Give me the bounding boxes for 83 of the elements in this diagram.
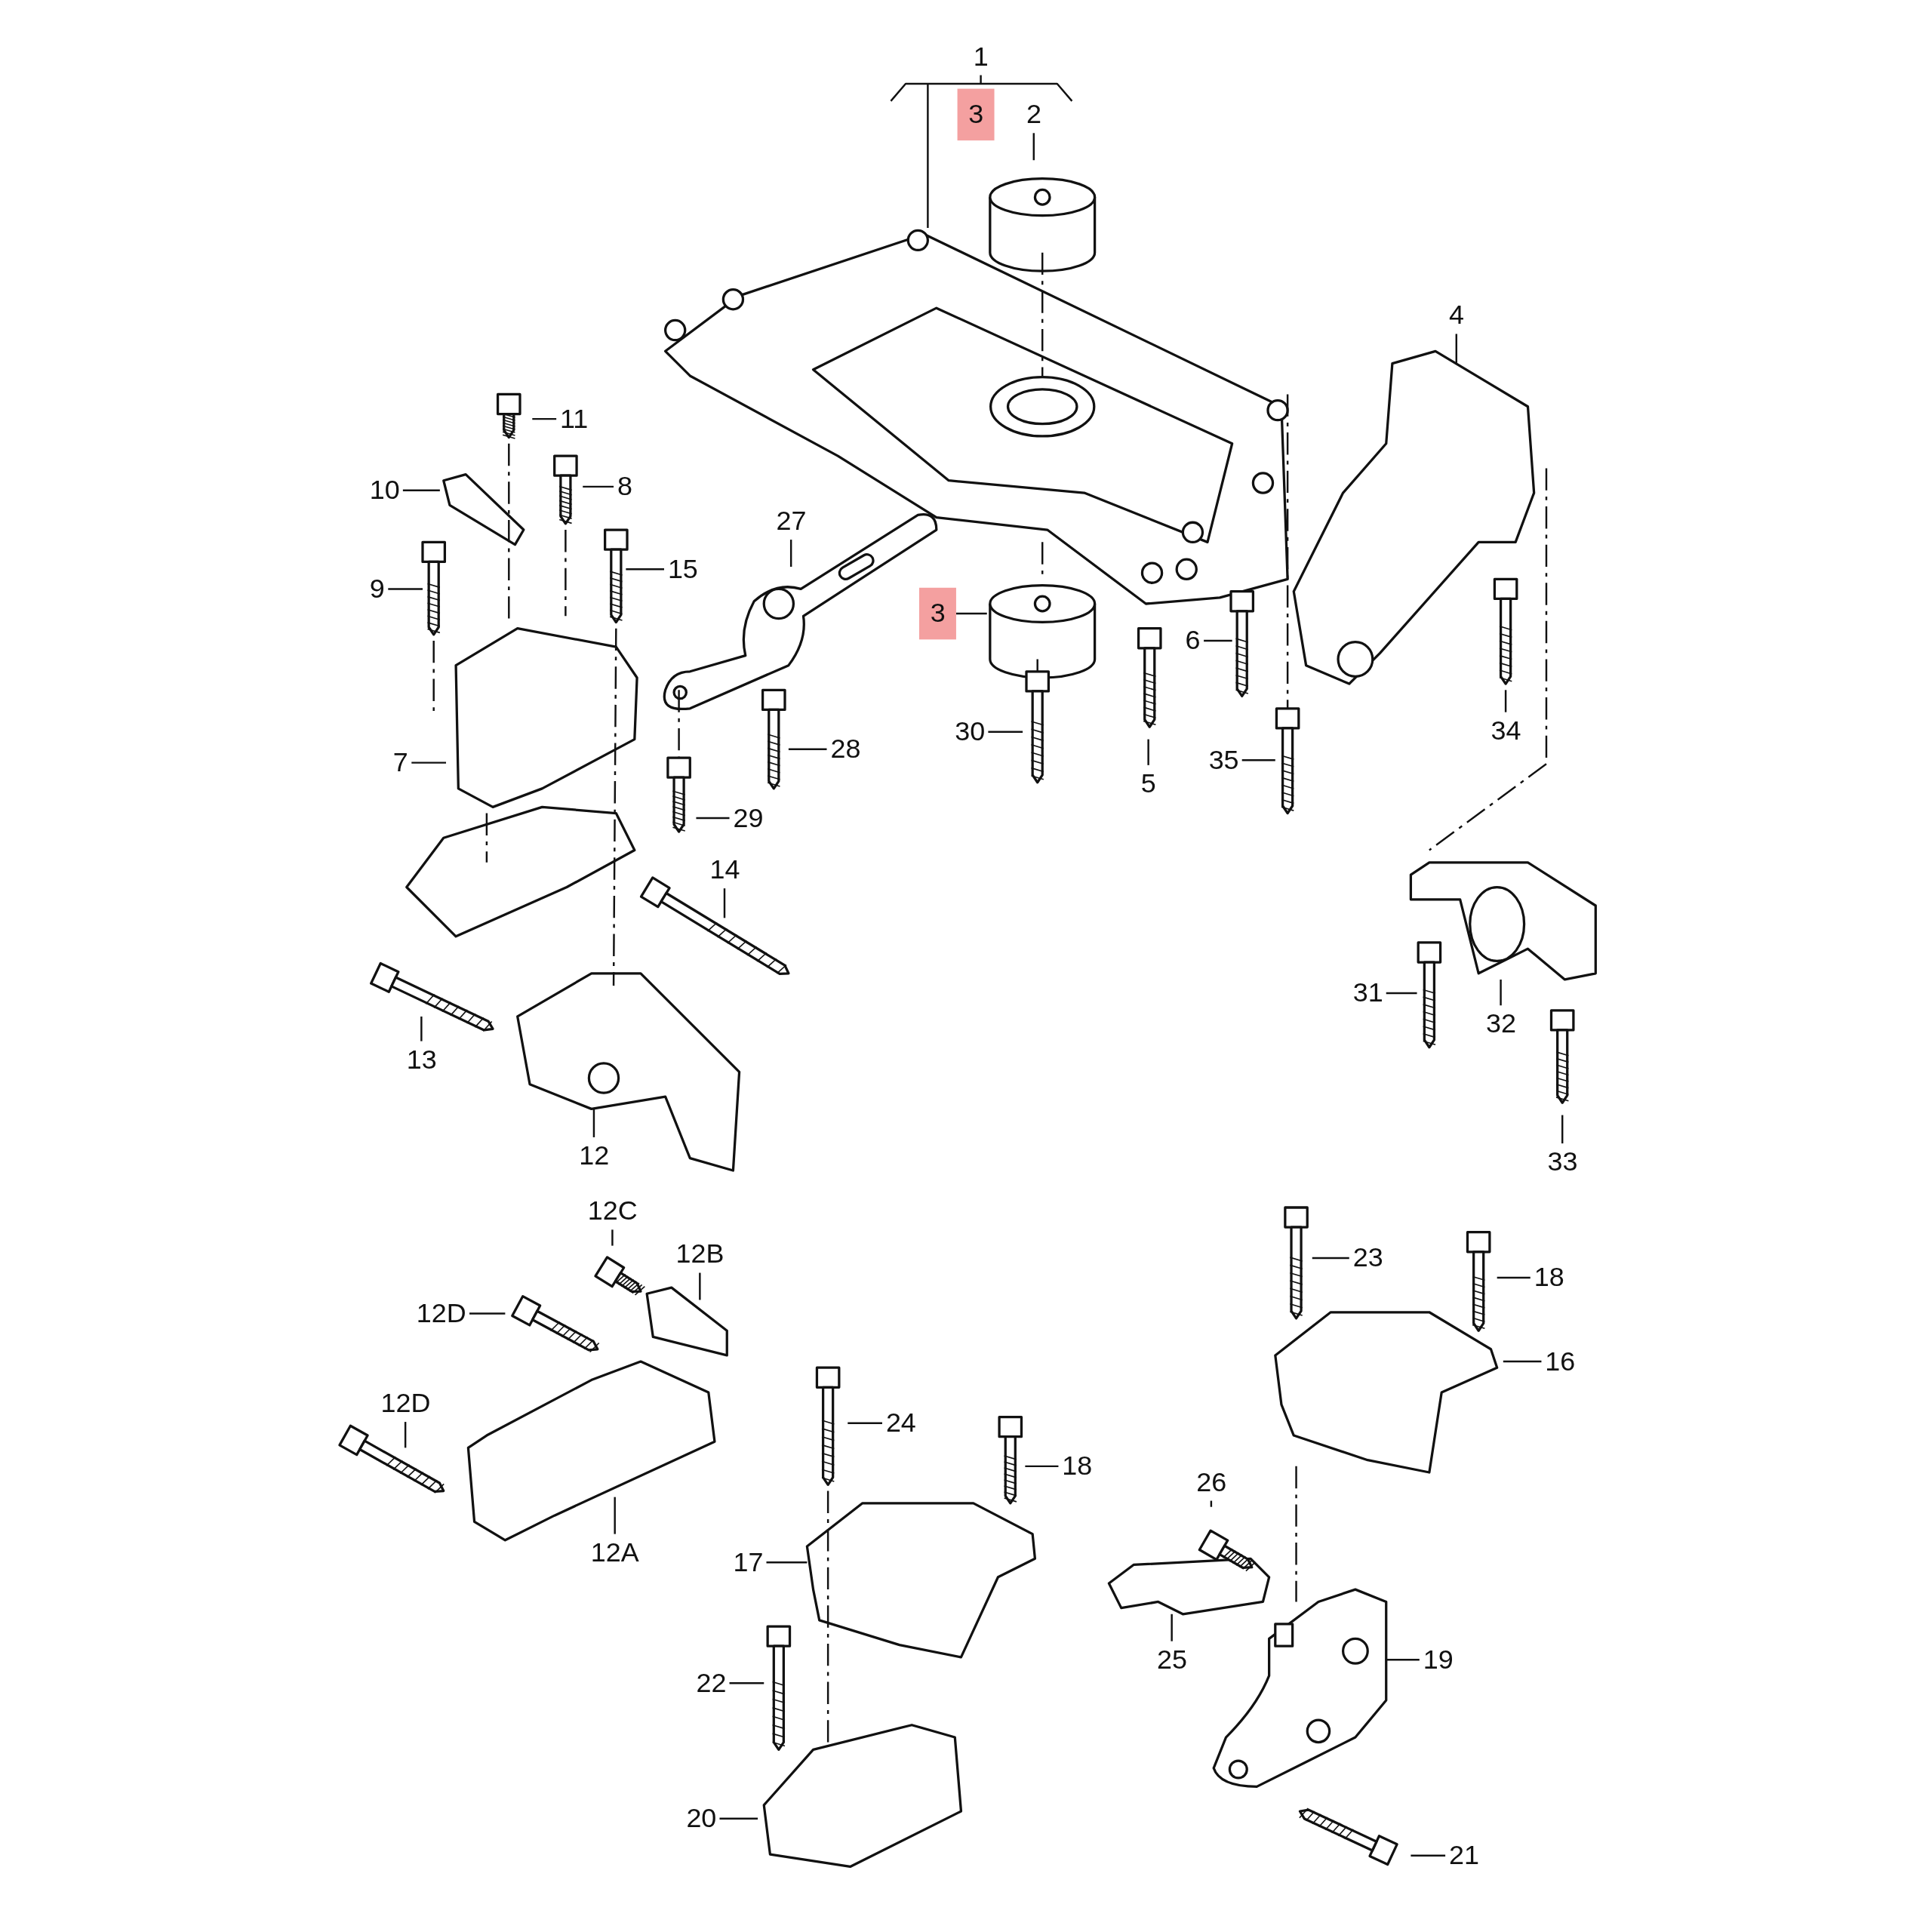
callout-number: 32 xyxy=(1482,1005,1520,1043)
callout-number: 21 xyxy=(1445,1837,1483,1875)
callout-number: 10 xyxy=(365,472,404,509)
callout-number: 30 xyxy=(951,713,989,751)
callout-number: 19 xyxy=(1419,1641,1457,1678)
leader-line xyxy=(1210,1500,1213,1507)
callout-number: 5 xyxy=(1137,764,1160,802)
callout-number: 22 xyxy=(692,1664,731,1702)
leader-line xyxy=(848,1422,882,1424)
leader-line xyxy=(1561,1115,1564,1144)
leader-line xyxy=(1386,1658,1420,1661)
leader-line xyxy=(988,731,1023,733)
leader-line xyxy=(532,417,557,420)
leader-line xyxy=(955,612,987,615)
leader-line xyxy=(723,888,726,918)
callout-number: 29 xyxy=(729,799,768,837)
callout-number: 14 xyxy=(706,851,744,889)
leader-line xyxy=(1312,1257,1349,1260)
callout-number: 35 xyxy=(1204,741,1243,779)
callout-number: 7 xyxy=(389,744,412,782)
callout-number: 31 xyxy=(1349,974,1387,1012)
leader-line xyxy=(766,1561,808,1564)
callout-number: 12A xyxy=(586,1534,643,1571)
callout-number: 25 xyxy=(1153,1641,1191,1678)
leader-line xyxy=(719,1817,758,1820)
leader-line xyxy=(1455,334,1457,364)
leader-line xyxy=(1032,133,1035,161)
leader-line xyxy=(626,568,664,571)
callout-number: 11 xyxy=(556,400,592,438)
callout-number: 4 xyxy=(1445,297,1468,334)
leader-line xyxy=(388,588,423,590)
callout-number: 33 xyxy=(1543,1143,1582,1181)
callout-number: 18 xyxy=(1058,1447,1097,1485)
callout-number: 16 xyxy=(1541,1343,1580,1380)
leader-line xyxy=(1503,1360,1542,1363)
callout-number: 3 xyxy=(957,88,995,141)
leader-line xyxy=(1204,639,1232,642)
leader-line xyxy=(402,489,440,491)
leader-line xyxy=(1171,1614,1173,1641)
leader-line xyxy=(420,1016,423,1041)
callout-number: 26 xyxy=(1192,1463,1231,1501)
leader-line xyxy=(1241,759,1275,761)
leader-line xyxy=(469,1312,506,1315)
callout-number: 13 xyxy=(402,1041,441,1078)
callout-number: 18 xyxy=(1530,1259,1568,1297)
leader-line xyxy=(1411,1854,1446,1857)
leader-line xyxy=(980,75,982,84)
callout-number: 20 xyxy=(682,1800,721,1838)
callout-number: 23 xyxy=(1349,1239,1387,1277)
callout-number: 28 xyxy=(826,731,865,768)
leader-line xyxy=(1500,979,1502,1006)
callout-number: 34 xyxy=(1487,712,1525,749)
callout-number: 9 xyxy=(365,570,389,608)
callout-number: 27 xyxy=(772,503,811,540)
callout-number: 12B xyxy=(672,1235,728,1273)
leader-line xyxy=(1147,739,1149,765)
leader-line xyxy=(411,761,446,764)
callout-number: 15 xyxy=(664,550,702,588)
callout-number: 12C xyxy=(583,1192,641,1230)
callout-number: 8 xyxy=(614,468,636,506)
leader-line xyxy=(789,540,792,567)
callout-number: 12 xyxy=(575,1137,614,1174)
leader-line xyxy=(729,1681,764,1684)
leader-line xyxy=(614,1497,616,1534)
callout-number: 12D xyxy=(377,1385,435,1423)
callout-number: 3 xyxy=(918,587,957,640)
leader-line xyxy=(1025,1465,1059,1468)
callout-number: 6 xyxy=(1181,622,1204,660)
leader-line xyxy=(583,485,614,488)
leader-line xyxy=(788,748,827,750)
leader-line xyxy=(699,1272,701,1300)
callout-number: 1 xyxy=(969,38,992,75)
leader-line xyxy=(1497,1276,1531,1279)
leader-line xyxy=(592,1109,595,1137)
callout-number: 2 xyxy=(1023,96,1045,134)
leader-line xyxy=(1504,690,1507,712)
leader-line xyxy=(696,817,730,820)
leader-line xyxy=(611,1229,614,1246)
leader-line xyxy=(1386,992,1417,995)
leader-line xyxy=(404,1422,407,1448)
callout-number: 24 xyxy=(882,1404,920,1442)
callout-number: 12D xyxy=(412,1294,470,1332)
callout-number: 17 xyxy=(729,1543,768,1581)
